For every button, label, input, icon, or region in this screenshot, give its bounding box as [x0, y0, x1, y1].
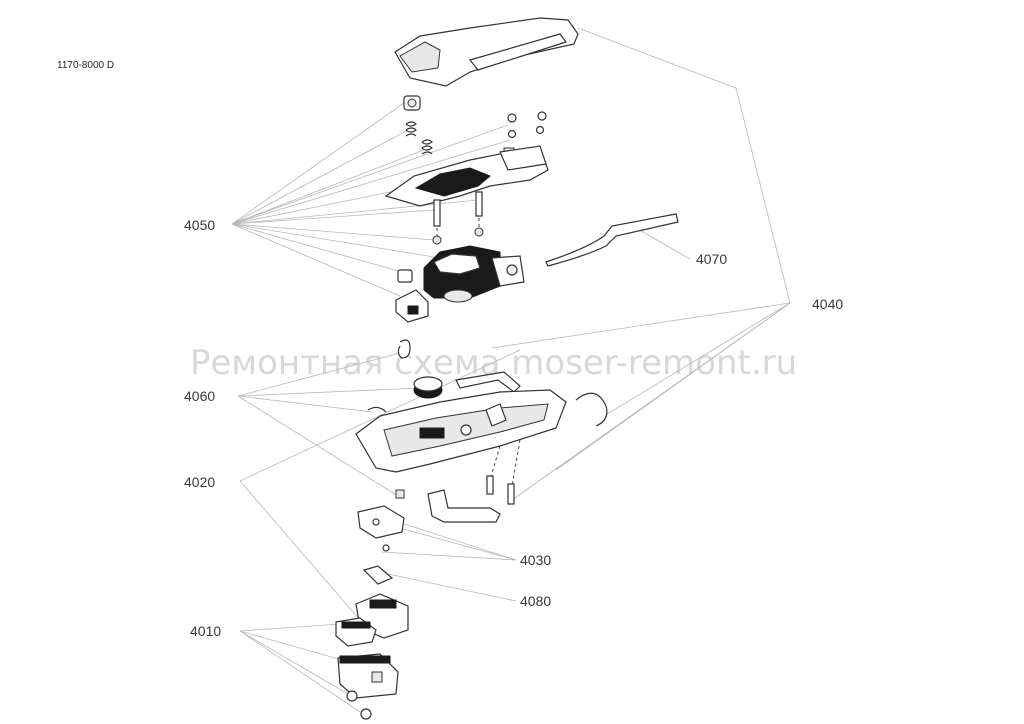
upper-housing-part	[394, 17, 579, 87]
motor-part	[423, 245, 525, 303]
label-4050: 4050	[184, 217, 215, 233]
label-4070: 4070	[696, 251, 727, 267]
label-4010: 4010	[190, 623, 221, 639]
knob-part	[413, 376, 443, 399]
blade-carrier-part	[357, 505, 405, 552]
label-4020: 4020	[184, 474, 215, 490]
spring-part	[405, 121, 433, 155]
label-4040: 4040	[812, 296, 843, 312]
wire-clip-part	[367, 406, 387, 413]
label-4030: 4030	[520, 552, 551, 568]
c-ring-part	[575, 392, 608, 427]
screws-mid	[432, 191, 484, 245]
label-4060: 4060	[184, 388, 215, 404]
housing-screws	[486, 439, 521, 505]
motor-bracket-part	[384, 145, 549, 207]
fixed-blade-part	[337, 653, 399, 699]
drawing-code: 1170-8000 D	[57, 60, 114, 71]
drive-lever-part	[395, 489, 501, 523]
small-block-part	[397, 269, 413, 283]
leader-lines	[231, 27, 791, 713]
label-4080: 4080	[520, 593, 551, 609]
power-cord-part	[545, 213, 679, 267]
cutting-blade-part	[335, 617, 377, 647]
blade-pad-part	[362, 565, 394, 585]
lower-housing-part	[355, 389, 567, 473]
switch-part	[395, 289, 429, 323]
blade-screws	[346, 690, 372, 720]
lever-knob-part	[403, 95, 421, 111]
spring-clip-part	[397, 339, 411, 359]
